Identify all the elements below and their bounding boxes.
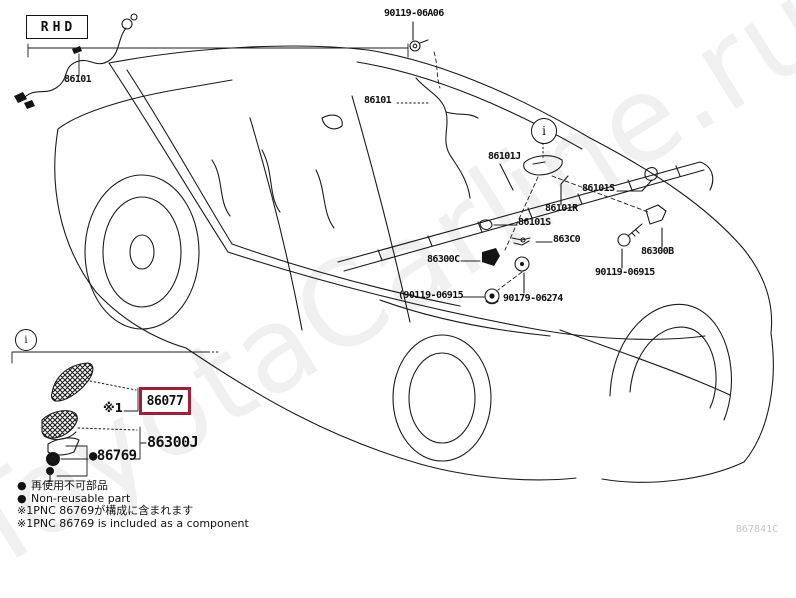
part-callout-9011906A06[interactable]: 90119-06A06 <box>384 8 444 19</box>
part-callout-863C0[interactable]: 863C0 <box>553 234 581 245</box>
part-callout-86769[interactable]: ●86769 <box>89 448 137 464</box>
part-callout-9017906274[interactable]: 90179-06274 <box>503 293 563 304</box>
part-callout-86101[interactable]: 86101 <box>64 74 92 85</box>
clip-icon <box>479 167 658 246</box>
note-mark-icon: ※1 <box>17 516 34 530</box>
rhd-antenna-cord-art <box>14 13 409 109</box>
legend-line: ※1PNC 86769が構成に含まれます <box>17 504 194 517</box>
part-callout-86101R[interactable]: 86101R <box>545 203 578 214</box>
sensor-icon <box>482 248 500 266</box>
legend: ●再使用不可部品 ●Non-reusable part ※1PNC 86769が… <box>17 479 249 530</box>
variant-tag-rhd: RHD <box>26 15 88 39</box>
legend-line: ●Non-reusable part <box>17 491 131 505</box>
washer-bolt-icon <box>484 288 500 305</box>
part-callout-86300B[interactable]: 86300B <box>641 246 674 257</box>
part-callout-9011906915[interactable]: (90119-06915 <box>398 290 464 301</box>
amplifier-icon <box>645 204 667 225</box>
note-reference: ※1 <box>103 401 124 415</box>
bullet-icon: ● <box>17 479 27 492</box>
grommet-icon <box>514 256 530 272</box>
part-callout-86077[interactable]: 86077 <box>146 393 184 409</box>
legend-line: ※1PNC 86769 is included as a component <box>17 516 249 530</box>
circled-i-marker: i <box>15 329 37 351</box>
bolt-icon <box>409 39 441 89</box>
leader-lines <box>396 21 663 298</box>
note-mark-icon: ※1 <box>17 504 34 517</box>
highlighted-part-box[interactable]: 86077 <box>139 387 191 415</box>
car-body-art <box>54 45 774 483</box>
part-callout-86101[interactable]: 86101 <box>364 95 392 106</box>
part-callout-86300C[interactable]: 86300C <box>427 254 460 265</box>
part-callout-86300J[interactable]: 86300J <box>147 433 199 451</box>
roof-pad-icon <box>497 142 649 291</box>
circled-i-marker: i <box>531 118 557 144</box>
bullet-icon: ● <box>17 491 27 505</box>
legend-line: ●再使用不可部品 <box>17 479 108 492</box>
screw-icon <box>617 223 643 247</box>
plate-code: B67841C <box>736 524 779 535</box>
rear-glass-antenna-rail-art <box>337 77 714 272</box>
part-callout-9011906915[interactable]: 90119-06915 <box>595 267 655 278</box>
inset-detail-art <box>11 351 221 482</box>
part-callout-86101S[interactable]: 86101S <box>582 183 615 194</box>
part-callout-86101S[interactable]: 86101S <box>518 217 551 228</box>
diagram-line-art <box>11 13 774 483</box>
part-callout-86101J[interactable]: 86101J <box>488 151 521 162</box>
